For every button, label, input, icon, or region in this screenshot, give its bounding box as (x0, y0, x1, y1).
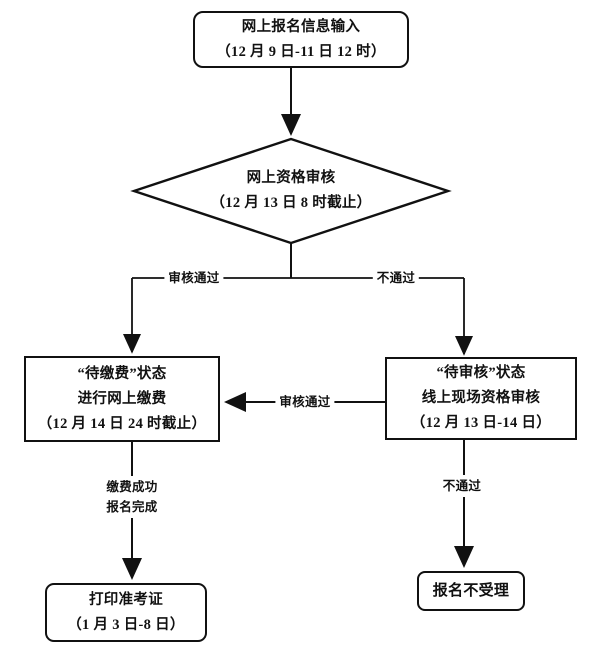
node-text-line: 打印准考证 (89, 591, 163, 608)
node-text-line: “待缴费”状态 (77, 365, 167, 382)
node-text-line: “待审核”状态 (436, 365, 526, 381)
node-text-line: （12 月 14 日 24 时截止） (37, 415, 207, 432)
node-text-line: 进行网上缴费 (77, 390, 167, 407)
edge-label-onsite-fail: 不通过 (438, 475, 486, 497)
node-text-line: （1 月 3 日-8 日） (67, 616, 185, 633)
node-text-line: 网上资格审核 (246, 170, 336, 186)
node-text-line: （12 月 13 日-14 日） (410, 415, 552, 431)
edge-label-line: 报名完成 (106, 500, 158, 514)
node-text-line: 报名不受理 (432, 582, 510, 599)
node-pending-review-onsite: “待审核”状态 线上现场资格审核 （12 月 13 日-14 日） (385, 357, 577, 440)
node-registration-rejected: 报名不受理 (417, 571, 525, 611)
node-pending-payment: “待缴费”状态 进行网上缴费 （12 月 14 日 24 时截止） (24, 356, 220, 442)
node-text-line: （12 月 9 日-11 日 12 时） (216, 43, 386, 60)
node-online-qualification-review: 网上资格审核 （12 月 13 日 8 时截止） (161, 164, 421, 218)
edge-label-line: 缴费成功 (106, 480, 158, 494)
node-text-line: 网上报名信息输入 (241, 18, 361, 35)
node-text-line: （12 月 13 日 8 时截止） (210, 195, 372, 211)
node-text-line: 线上现场资格审核 (421, 390, 541, 406)
edge-label-review-fail: 不通过 (372, 267, 420, 289)
node-print-admission-ticket: 打印准考证 （1 月 3 日-8 日） (45, 583, 207, 642)
node-online-info-entry: 网上报名信息输入 （12 月 9 日-11 日 12 时） (193, 11, 409, 68)
edge-label-onsite-pass: 审核通过 (275, 391, 335, 413)
edge-label-review-pass: 审核通过 (164, 267, 224, 289)
edge-label-payment-success: 缴费成功 报名完成 (102, 476, 162, 518)
